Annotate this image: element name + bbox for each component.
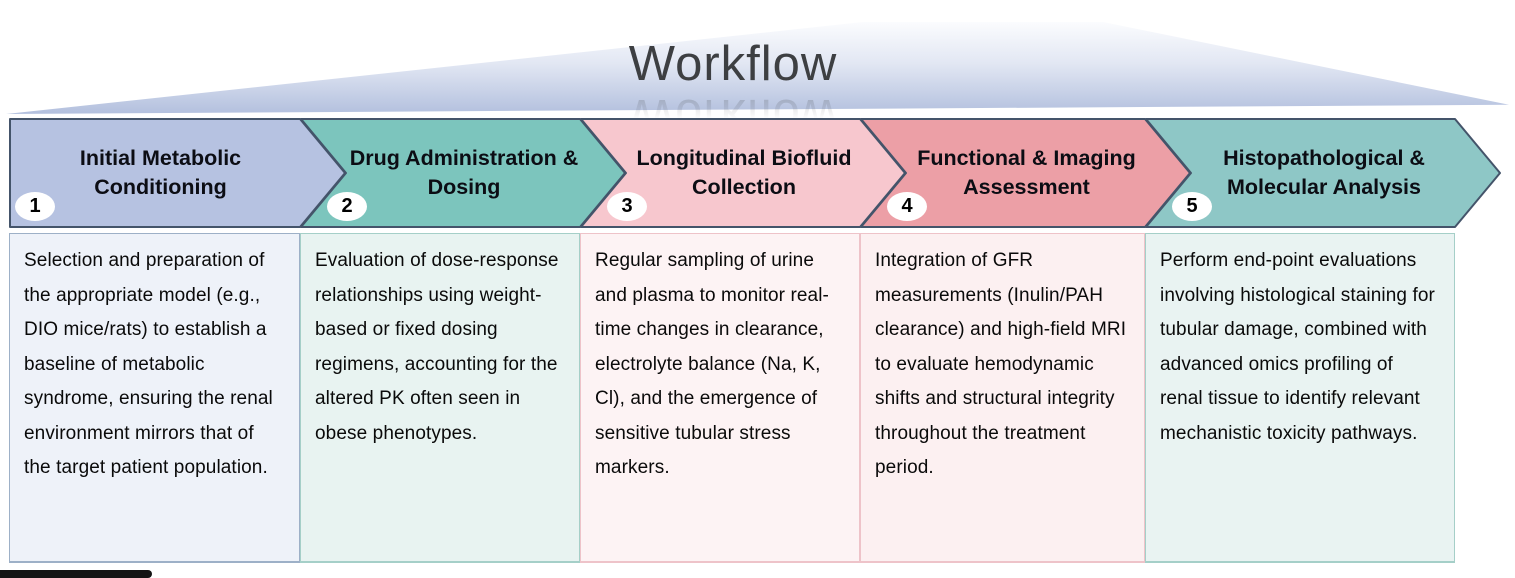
workflow-step-5: Histopathological & Molecular Analysis 5…	[1145, 118, 1501, 563]
workflow-step-1: Initial Metabolic Conditioning 1 Selecti…	[9, 118, 346, 563]
step-title: Functional & Imaging Assessment	[917, 145, 1136, 199]
step-description-box: Perform end-point evaluations involving …	[1145, 233, 1455, 563]
step-description-box: Integration of GFR measurements (Inulin/…	[860, 233, 1145, 563]
step-arrow-header: Initial Metabolic Conditioning 1	[9, 118, 346, 228]
step-number-badge: 1	[15, 192, 55, 221]
step-title: Drug Administration & Dosing	[349, 145, 579, 199]
step-title: Initial Metabolic Conditioning	[79, 145, 242, 199]
step-title: Longitudinal Biofluid Collection	[636, 145, 852, 199]
workflow-step-2: Drug Administration & Dosing 2 Evaluatio…	[300, 118, 626, 563]
step-arrow-header: Functional & Imaging Assessment 4	[860, 118, 1191, 228]
step-title: Histopathological & Molecular Analysis	[1223, 145, 1425, 199]
step-number-badge: 2	[327, 192, 367, 221]
step-number-badge: 3	[607, 192, 647, 221]
step-description-box: Evaluation of dose-response relationship…	[300, 233, 580, 563]
step-description-box: Regular sampling of urine and plasma to …	[580, 233, 860, 563]
step-arrow-header: Drug Administration & Dosing 2	[300, 118, 626, 228]
workflow-step-4: Functional & Imaging Assessment 4 Integr…	[860, 118, 1191, 563]
step-description: Evaluation of dose-response relationship…	[315, 250, 559, 444]
diagram-title: Workflow	[628, 37, 838, 91]
step-description: Selection and preparation of the appropr…	[24, 250, 273, 479]
step-description: Regular sampling of urine and plasma to …	[595, 250, 829, 479]
step-arrow-header: Longitudinal Biofluid Collection 3	[580, 118, 906, 228]
step-arrow-header: Histopathological & Molecular Analysis 5	[1145, 118, 1501, 228]
workflow-step-3: Longitudinal Biofluid Collection 3 Regul…	[580, 118, 906, 563]
step-description-box: Selection and preparation of the appropr…	[9, 233, 300, 563]
workflow-steps-row: Initial Metabolic Conditioning 1 Selecti…	[9, 118, 1501, 563]
bottom-progress-bar[interactable]	[0, 570, 152, 578]
step-number-badge: 4	[887, 192, 927, 221]
step-description: Integration of GFR measurements (Inulin/…	[875, 250, 1127, 479]
step-number-badge: 5	[1172, 192, 1212, 221]
step-description: Perform end-point evaluations involving …	[1160, 250, 1435, 444]
